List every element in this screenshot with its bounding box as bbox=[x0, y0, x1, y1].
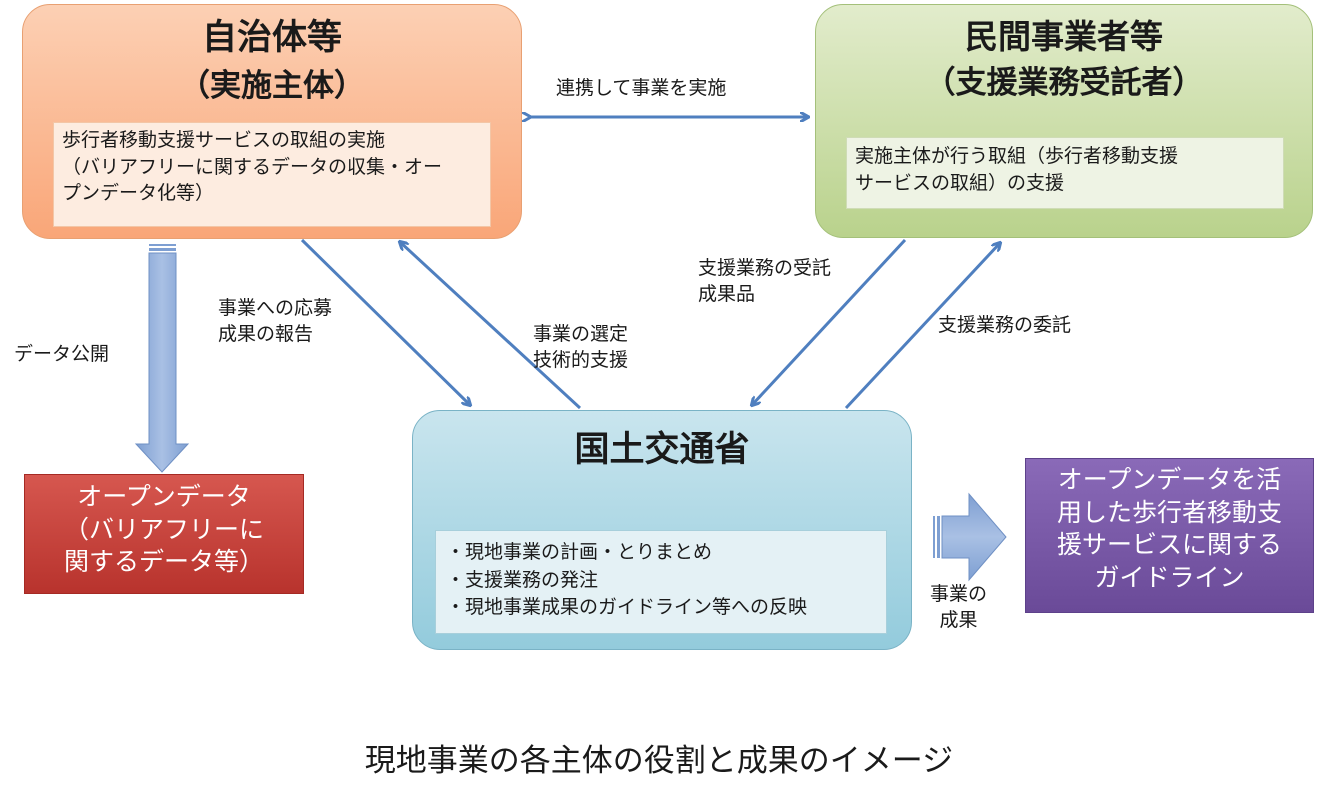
label-itaku: 支援業務の委託 bbox=[938, 314, 1072, 336]
label-data-koukai: データ公開 bbox=[14, 343, 110, 365]
arrow-jutaku bbox=[752, 238, 907, 405]
label-seika: 事業の 成果 bbox=[930, 583, 988, 631]
label-jutaku: 支援業務の受託 成果品 bbox=[698, 257, 832, 305]
minkan-body: 実施主体が行う取組（歩行者移動支援 サービスの取組）の支援 bbox=[846, 137, 1284, 209]
mlit-item: ・現地事業成果のガイドライン等への反映 bbox=[446, 596, 808, 619]
label-oubo: 事業への応募 成果の報告 bbox=[218, 297, 333, 345]
mlit-item: ・現地事業の計画・とりまとめ bbox=[446, 541, 713, 563]
mlit-items: ・現地事業の計画・とりまとめ ・支援業務の発注 ・現地事業成果のガイドライン等へ… bbox=[435, 530, 887, 634]
label-sentei: 事業の選定 技術的支援 bbox=[533, 323, 629, 371]
block-arrow-seika bbox=[933, 492, 1007, 582]
mlit-item: ・支援業務の発注 bbox=[446, 568, 599, 591]
jichitai-title: 自治体等 bbox=[201, 18, 342, 58]
jichitai-subtitle: （実施主体） bbox=[179, 68, 365, 104]
arrow-oubo bbox=[300, 238, 470, 405]
arrow-itaku bbox=[844, 243, 1000, 410]
jichitai-body: 歩行者移動支援サービスの取組の実施 （バリアフリーに関するデータの収集・オー プ… bbox=[53, 122, 491, 227]
minkan-box: 民間事業者等 （支援業務受託者） 実施主体が行う取組（歩行者移動支援 サービスの… bbox=[815, 4, 1313, 238]
label-renkei: 連携して事業を実施 bbox=[556, 77, 727, 99]
minkan-title: 民間事業者等 bbox=[965, 17, 1163, 56]
jichitai-box: 自治体等 （実施主体） 歩行者移動支援サービスの取組の実施 （バリアフリーに関す… bbox=[22, 4, 522, 239]
mlit-box: 国土交通省 ・現地事業の計画・とりまとめ ・支援業務の発注 ・現地事業成果のガイ… bbox=[412, 410, 912, 650]
figure-caption: 現地事業の各主体の役割と成果のイメージ bbox=[364, 743, 954, 779]
minkan-subtitle: （支援業務受託者） bbox=[924, 65, 1204, 101]
arrow-sentei bbox=[400, 242, 582, 410]
open-data-box: オープンデータ （バリアフリーに 関するデータ等） bbox=[24, 474, 304, 594]
guideline-box: オープンデータを活 用した歩行者移動支 援サービスに関する ガイドライン bbox=[1025, 458, 1314, 613]
mlit-title: 国土交通省 bbox=[574, 430, 750, 470]
block-arrow-data-koukai bbox=[134, 244, 190, 473]
